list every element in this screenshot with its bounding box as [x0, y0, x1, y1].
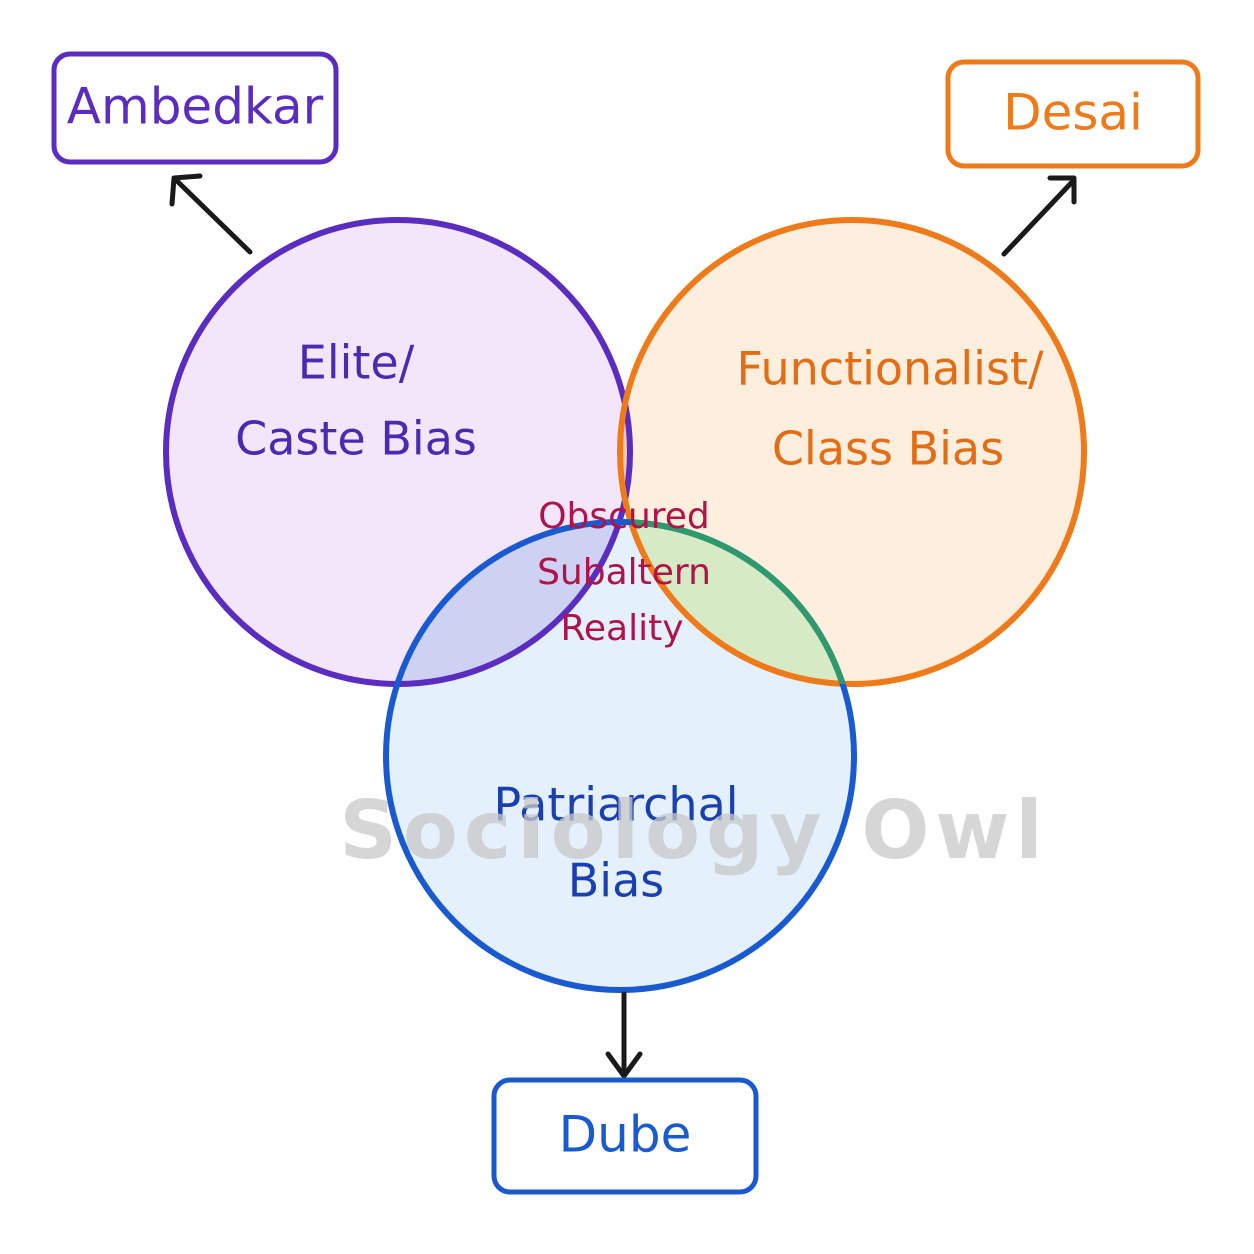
center-label-line2: Subaltern	[537, 552, 711, 593]
desai-box	[945, 59, 1201, 169]
arrow-to-dube	[605, 991, 643, 1079]
dube-box	[491, 1077, 759, 1195]
arrow-to-ambedkar	[169, 173, 253, 255]
overlap-elite-patriarchal	[386, 522, 630, 684]
watermark: Sociology Owl	[339, 784, 1048, 877]
ambedkar-label: Ambedkar	[67, 78, 324, 136]
elite-label-line1: Elite/	[298, 336, 415, 390]
elite-label-line2: Caste Bias	[235, 412, 477, 466]
arrow-to-desai	[1001, 175, 1077, 257]
center-label-line3: Reality	[560, 608, 683, 649]
overlap-functionalist-patriarchal	[620, 522, 854, 684]
patriarchal-circle-outline	[383, 519, 857, 993]
functionalist-label-line2: Class Bias	[772, 422, 1004, 476]
dube-label: Dube	[559, 1106, 692, 1164]
patriarchal-label-line1: Patriarchal	[493, 778, 738, 832]
patriarchal-label-line2: Bias	[568, 854, 665, 908]
desai-label: Desai	[1003, 84, 1143, 142]
functionalist-label-line1: Functionalist/	[737, 342, 1044, 396]
functionalist-circle-outline	[617, 217, 1087, 687]
ambedkar-box	[51, 51, 339, 165]
center-label-line1: Obscured	[538, 496, 710, 537]
